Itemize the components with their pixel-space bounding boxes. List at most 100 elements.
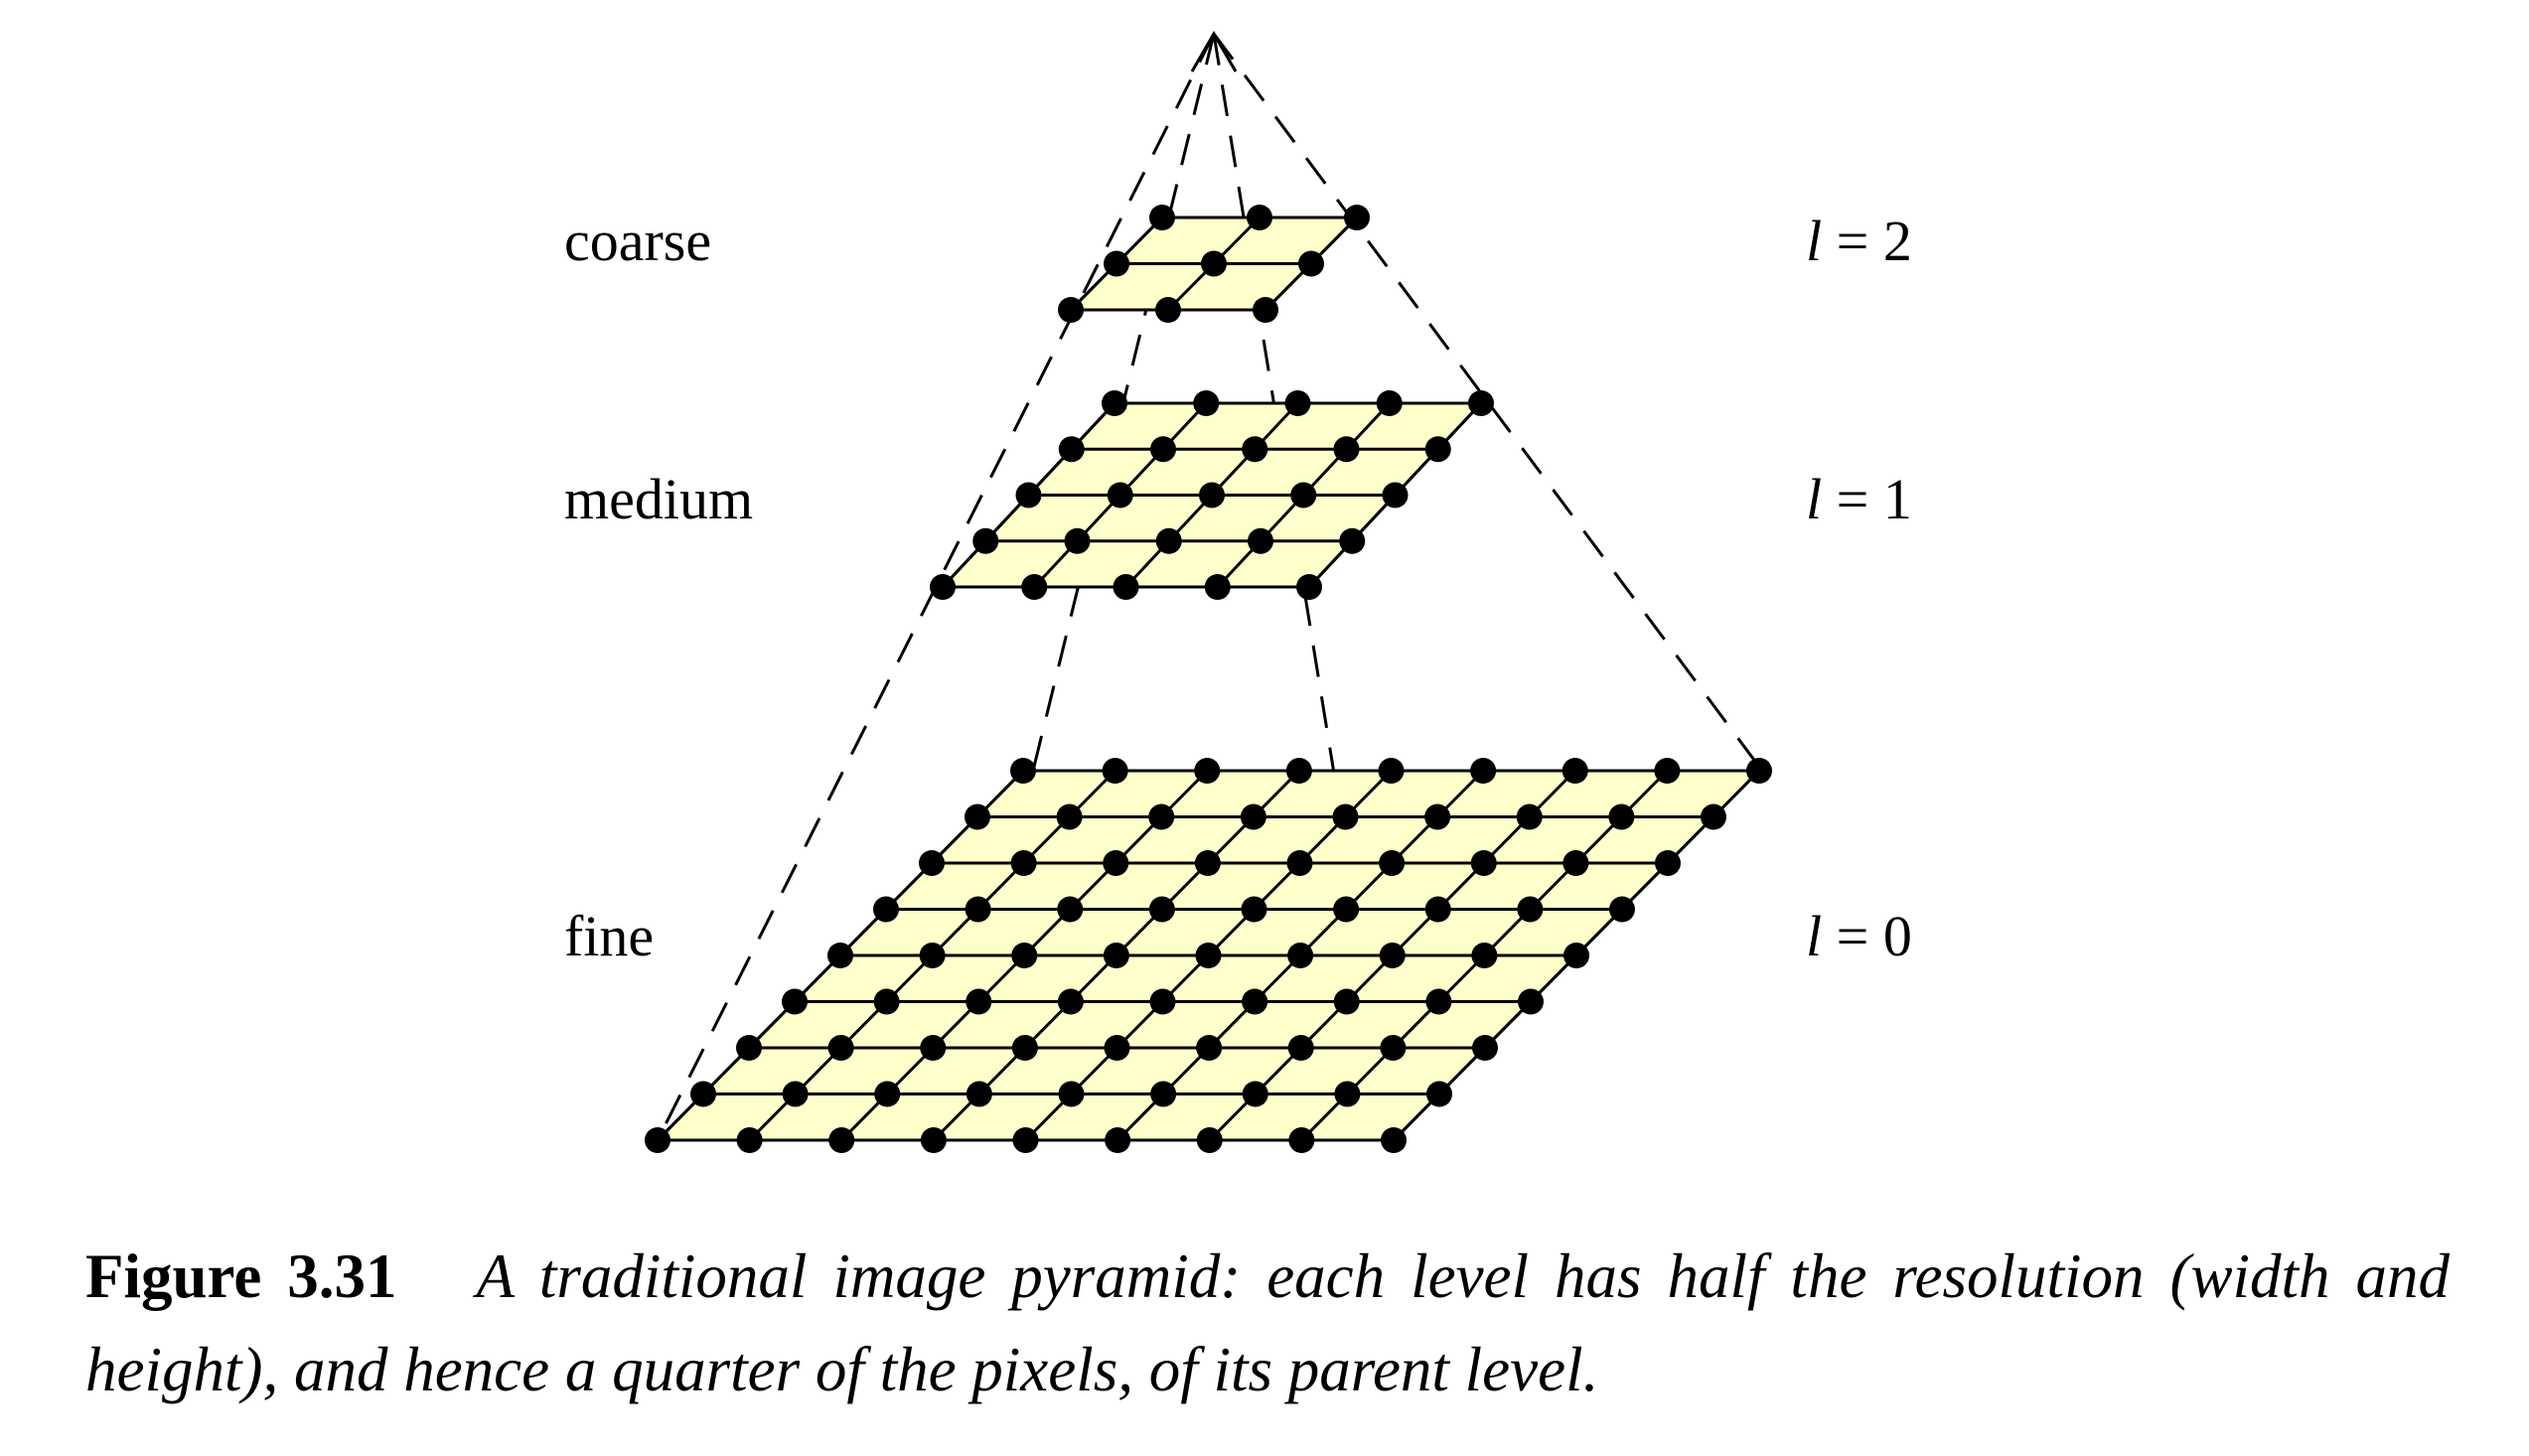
grid-node [1333,988,1360,1015]
level-index-2: l = 2 [1806,209,1912,273]
grid-node [1339,527,1366,554]
pyramid-levels [645,205,1772,1153]
grid-node [1193,390,1220,416]
grid-node [920,1035,947,1061]
grid-node [1148,896,1175,923]
level-name-fine: fine [564,904,654,968]
grid-node [1241,896,1267,923]
grid-node [1058,436,1085,463]
grid-node [1056,803,1083,830]
grid-node [1240,803,1266,830]
grid-node [1563,943,1589,968]
grid-node [1284,390,1311,416]
grid-node [1562,850,1589,876]
grid-node [1149,988,1176,1015]
grid-node [1381,1127,1407,1153]
grid-node [1057,988,1084,1015]
grid-node [827,1035,854,1061]
grid-node [1155,297,1181,323]
grid-node [1148,803,1175,830]
grid-node [1057,896,1084,923]
level-index-value: 2 [1883,209,1912,273]
grid-node [1333,896,1360,923]
grid-node [1608,803,1635,830]
grid-node [1376,390,1403,416]
grid-node [1344,205,1370,230]
grid-node [1021,574,1048,600]
grid-node [1468,390,1494,416]
grid-node [1150,436,1176,463]
grid-node [965,896,991,923]
grid-node [1379,943,1406,968]
grid-node [645,1127,670,1153]
grid-node [1113,574,1139,600]
figure-number: Figure 3.31 [85,1241,397,1311]
grid-node [736,1035,762,1061]
grid-node [1104,1035,1130,1061]
grid-node [1379,850,1406,876]
grid-node [1334,1081,1361,1107]
grid-node [1010,758,1036,784]
grid-node [1425,988,1452,1015]
grid-node [1058,297,1084,323]
grid-node [1196,1035,1223,1061]
grid-node [1296,574,1322,600]
grid-node [1471,943,1498,968]
grid-node [1253,297,1278,323]
grid-node [782,1081,809,1107]
grid-node [1518,988,1544,1015]
grid-node [1654,758,1681,784]
level-index-value: 0 [1883,904,1912,968]
grid-node [1058,1081,1085,1107]
grid-node [1242,1081,1268,1107]
grid-node [919,850,945,876]
grid-node [1562,758,1588,784]
grid-node [1472,1035,1498,1061]
grid-node [1155,527,1182,554]
grid-node [1105,1127,1131,1153]
grid-node [1286,850,1313,876]
level-index-equals: = [1822,209,1883,273]
grid-node [1609,896,1635,923]
grid-node [1655,850,1681,876]
grid-node [1424,803,1451,830]
grid-node [1196,1127,1223,1153]
level-index-value: 1 [1883,467,1912,531]
level-index-equals: = [1822,467,1883,531]
apex-arrowhead [1190,31,1238,73]
grid-node [1149,205,1175,230]
grid-node [1287,943,1314,968]
grid-node [1102,390,1127,416]
grid-node [1103,943,1129,968]
grid-node [1382,482,1409,509]
grid-node [1380,1035,1407,1061]
grid-node [827,943,853,968]
grid-node [1470,850,1497,876]
grid-node [1102,758,1128,784]
grid-node [1333,436,1360,463]
grid-node [1064,527,1091,554]
grid-node [920,1127,947,1153]
grid-node [1242,436,1268,463]
grid-node [1103,850,1129,876]
grid-node [965,803,990,830]
grid-node [1287,1035,1314,1061]
apex-arrowhead-shape [1190,31,1238,73]
grid-node [972,527,999,554]
grid-node [1424,896,1451,923]
grid-node [1701,803,1726,830]
grid-node [1011,943,1038,968]
grid-node [1248,527,1273,554]
grid-node [919,943,946,968]
grid-node [1378,758,1405,784]
grid-node [828,1127,855,1153]
grid-node [736,1127,763,1153]
grid-node [1104,250,1129,277]
level-index-symbol: l [1806,467,1822,531]
grid-node [966,1081,992,1107]
grid-node [1194,850,1221,876]
grid-node [1107,482,1133,509]
grid-node [1424,436,1451,463]
